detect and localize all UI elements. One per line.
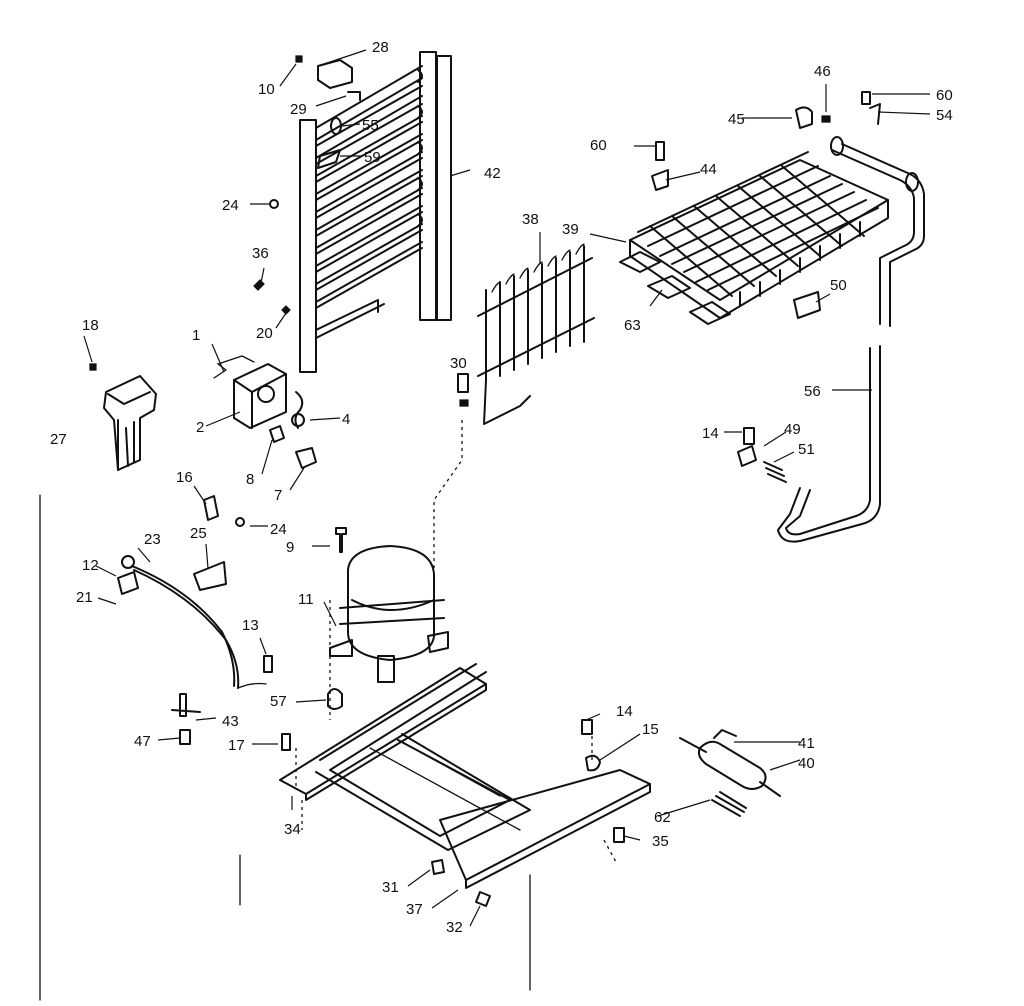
callout-60a: 60 [590, 137, 607, 154]
callout-37: 37 [406, 901, 423, 918]
callout-34: 34 [284, 821, 301, 838]
callout-59: 59 [364, 149, 381, 166]
callout-28: 28 [372, 39, 389, 56]
callout-47: 47 [134, 733, 151, 750]
relay-overload [213, 355, 287, 429]
callout-4: 4 [342, 411, 350, 428]
callout-32: 32 [446, 919, 463, 936]
callout-16: 16 [176, 469, 193, 486]
callout-1: 1 [192, 327, 200, 344]
callout-42: 42 [484, 165, 501, 182]
compressor [329, 545, 449, 683]
callout-15: 15 [642, 721, 659, 738]
callout-63: 63 [624, 317, 641, 334]
callout-51: 51 [798, 441, 815, 458]
callout-56: 56 [804, 383, 821, 400]
callout-55: 55 [362, 117, 379, 134]
bracket [103, 375, 157, 471]
callout-29: 29 [290, 101, 307, 118]
callout-25: 25 [190, 525, 207, 542]
callout-46: 46 [814, 63, 831, 80]
base-frame [279, 600, 651, 889]
callout-27: 27 [50, 431, 67, 448]
callout-30: 30 [450, 355, 467, 372]
callout-7: 7 [274, 487, 282, 504]
callout-14b: 14 [616, 703, 633, 720]
drier-filter [679, 729, 781, 817]
condenser-coil [299, 51, 452, 373]
callout-60b: 60 [936, 87, 953, 104]
callout-labels: 10 28 29 55 59 42 24 36 20 18 1 2 4 27 8… [50, 39, 953, 936]
callout-49: 49 [784, 421, 801, 438]
callout-11: 11 [298, 591, 314, 608]
callout-12: 12 [82, 557, 99, 574]
wire-harness [117, 555, 267, 689]
callout-24b: 24 [270, 521, 287, 538]
connector-line [295, 736, 617, 863]
callout-35: 35 [652, 833, 669, 850]
callout-54: 54 [936, 107, 953, 124]
callout-38: 38 [522, 211, 539, 228]
heater-grid [477, 243, 595, 425]
evaporator-coil [619, 151, 889, 325]
callout-39: 39 [562, 221, 579, 238]
callout-8: 8 [246, 471, 254, 488]
callout-45: 45 [728, 111, 745, 128]
leader-lines [83, 49, 931, 927]
callout-18: 18 [82, 317, 99, 334]
hardware-parts [89, 55, 881, 907]
callout-13: 13 [242, 617, 259, 634]
callout-44: 44 [700, 161, 717, 178]
callout-23: 23 [144, 531, 161, 548]
callout-43: 43 [222, 713, 239, 730]
callout-2: 2 [196, 419, 204, 436]
callout-41: 41 [798, 735, 815, 752]
callout-31: 31 [382, 879, 399, 896]
callout-40: 40 [798, 755, 815, 772]
callout-10: 10 [258, 81, 275, 98]
callout-24a: 24 [222, 197, 239, 214]
connector-line [433, 420, 463, 570]
callout-9: 9 [286, 539, 294, 556]
callout-62: 62 [654, 809, 671, 826]
callout-36: 36 [252, 245, 269, 262]
callout-21: 21 [76, 589, 93, 606]
callout-57: 57 [270, 693, 287, 710]
callout-50: 50 [830, 277, 847, 294]
callout-17: 17 [228, 737, 245, 754]
callout-14a: 14 [702, 425, 719, 442]
callout-20: 20 [256, 325, 273, 342]
suction-line [777, 136, 925, 543]
